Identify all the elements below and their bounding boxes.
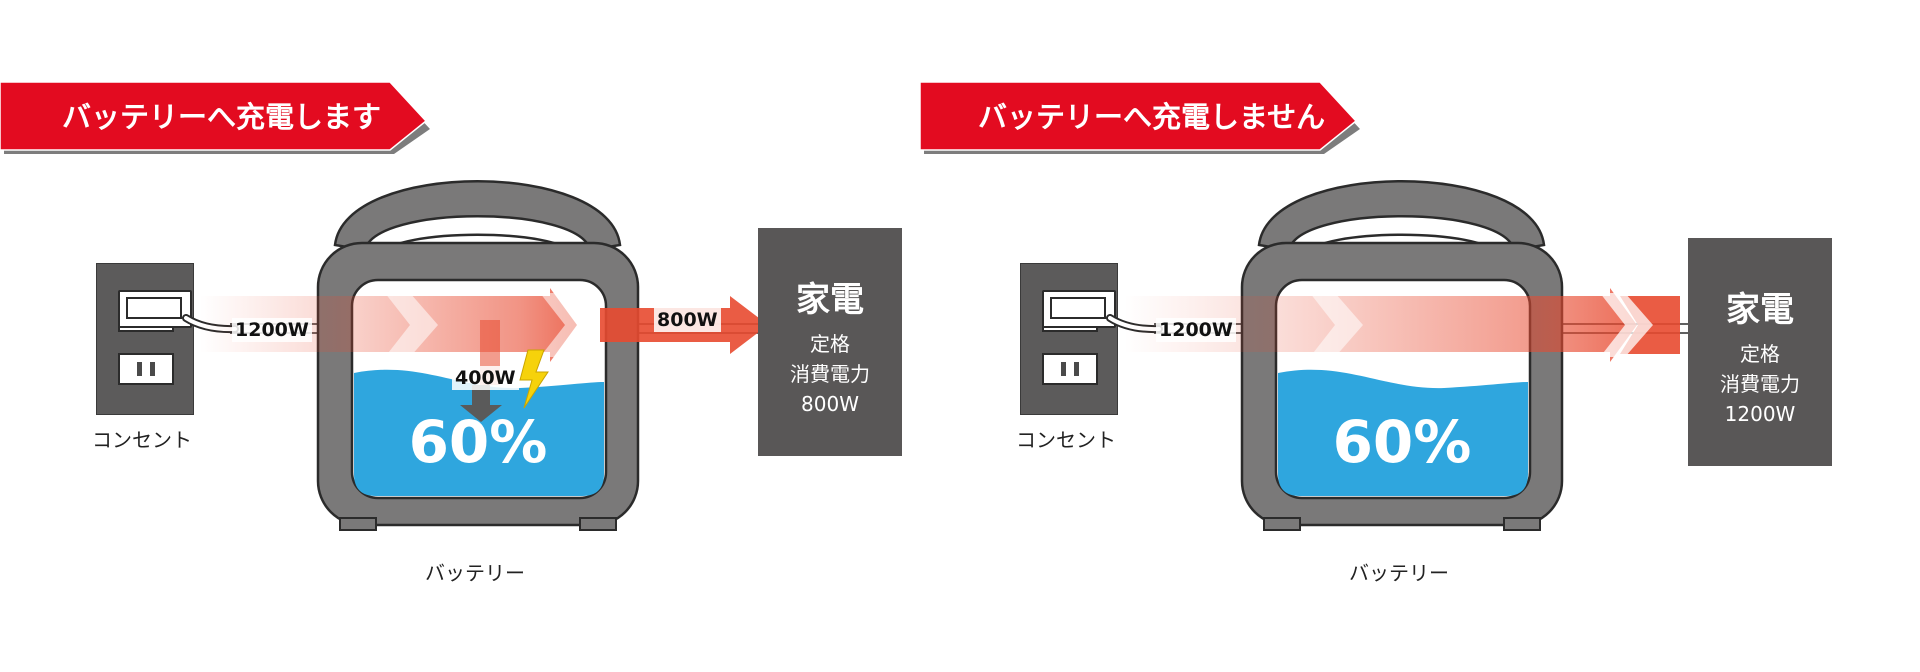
rated-label: 定格	[810, 332, 850, 356]
outlet-label: コンセント	[92, 428, 192, 452]
battery-icon	[316, 180, 640, 531]
power-consumption-label: 消費電力	[1720, 372, 1800, 396]
power-flow-arrow	[1124, 288, 1637, 362]
banner-shape	[920, 82, 1360, 154]
flow-diagram	[1106, 180, 1688, 531]
lightning-icon	[519, 349, 549, 409]
battery-fill	[354, 369, 604, 496]
plug-icon	[1042, 290, 1116, 328]
input-watts-label: 1200W	[1156, 318, 1236, 342]
battery-label: バッテリー	[425, 561, 525, 585]
banner-title: バッテリーへ充電します	[62, 100, 382, 134]
banner: バッテリーへ充電しません	[920, 82, 1360, 154]
rated-label: 定格	[1740, 342, 1780, 366]
appliance-title: 家電	[1726, 290, 1794, 330]
banner: バッテリーへ充電します	[0, 82, 430, 154]
battery-level: 60%	[408, 408, 548, 476]
battery-label: バッテリー	[1349, 561, 1449, 585]
input-watts-label: 1200W	[232, 318, 312, 342]
battery-icon	[1240, 180, 1564, 531]
appliance-box: 家電 定格 消費電力 800W	[758, 228, 902, 456]
battery-fill	[1278, 369, 1528, 496]
appliance-watts: 800W	[801, 392, 859, 416]
panel-charging: バッテリーへ充電します	[0, 82, 902, 585]
banner-shape	[0, 82, 430, 154]
outlet-label: コンセント	[1016, 428, 1116, 452]
appliance-box: 家電 定格 消費電力 1200W	[1688, 238, 1832, 466]
plug-icon	[118, 290, 192, 328]
panel-not-charging: バッテリーへ充電しません 1200W 60% コンセント バッテリー	[920, 0, 1880, 672]
socket-lower	[118, 353, 174, 385]
output-watts-label: 800W	[654, 308, 721, 332]
appliance-title: 家電	[796, 280, 864, 320]
banner-title: バッテリーへ充電しません	[978, 100, 1326, 134]
power-consumption-label: 消費電力	[790, 362, 870, 386]
appliance-watts: 1200W	[1724, 402, 1796, 426]
socket-lower	[1042, 353, 1098, 385]
charge-watts-label: 400W	[452, 366, 519, 390]
down-arrow-icon	[460, 385, 502, 422]
battery-level: 60%	[1332, 408, 1472, 476]
